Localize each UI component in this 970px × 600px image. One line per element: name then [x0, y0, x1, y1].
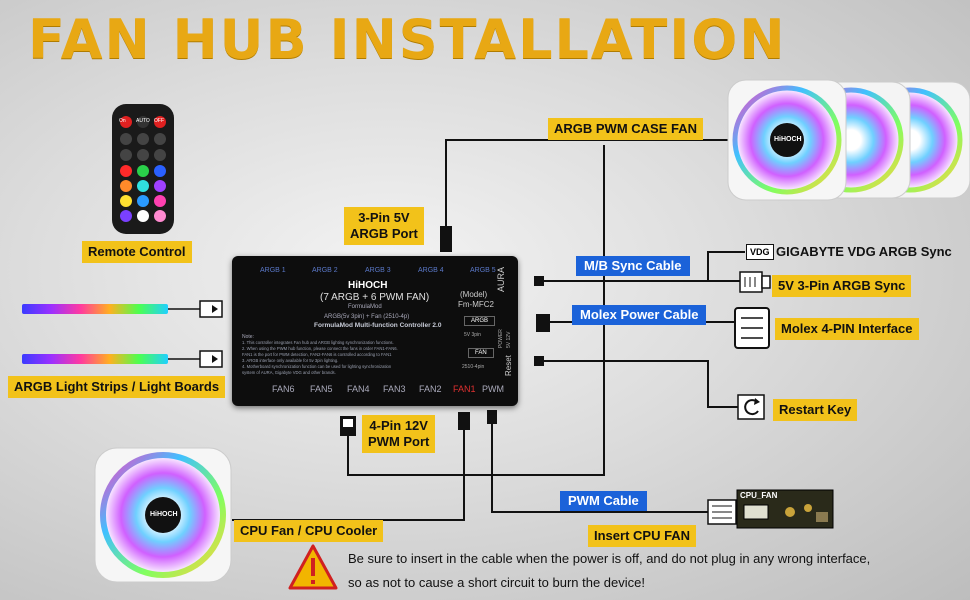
mb-sync-cable-label: M/B Sync Cable [576, 256, 690, 276]
sync-5v-connector [739, 271, 771, 293]
hub-argb-box-sub: 5V 3pin [464, 332, 481, 338]
hub-fan-port-6: FAN6 [272, 384, 295, 394]
hub-argb-port-4: ARGB 4 [418, 267, 444, 274]
remote-buttons [120, 116, 166, 222]
cpu-fan-brand: HiHOCH [150, 511, 178, 518]
hub-note-1: 1. This controller integrates Fan hub an… [242, 340, 394, 345]
warning-line-1: Be sure to insert in the cable when the … [348, 551, 871, 566]
argb-port-plug [440, 226, 452, 252]
warning-line-2: so as not to cause a short circuit to bu… [348, 575, 645, 590]
hub-note-2: 2. When using the PWM hub function, plea… [242, 346, 398, 351]
molex-plug [536, 314, 550, 332]
hub-argb-port-5: ARGB 5 [470, 267, 496, 274]
reset-plug [534, 356, 544, 366]
hub-note-6: system of AURA, Gigabyte VDG and other b… [242, 370, 336, 375]
wire-pwm-cpu-fan [491, 422, 712, 513]
pwm-plug [487, 410, 497, 424]
hub-model-number: Fm-MFC2 [458, 300, 494, 309]
hub-note-5: 4. Motherboard synchronization function … [242, 364, 392, 369]
wire-argb-case-fan [445, 139, 728, 250]
hub-notes-title: Note: [242, 334, 254, 340]
hub-spec-line: ARGB(5v 3pin) + Fan (2510-4p) [324, 314, 410, 320]
cpu-cooler-fan [94, 447, 232, 583]
molex-connector [734, 307, 770, 349]
wire-reset [540, 360, 738, 408]
page-title: FAN HUB INSTALLATION [28, 8, 787, 71]
argb-port-label: 3-Pin 5V ARGB Port [344, 207, 424, 245]
wire-mb-sync-vdg [540, 251, 745, 282]
hub-fan-port-3: FAN3 [383, 384, 406, 394]
argb-port-label-line2: ARGB Port [350, 226, 418, 241]
case-fan-brand: HiHOCH [774, 136, 802, 143]
remote-btn-off[interactable]: OFF [154, 118, 164, 124]
insert-cpu-fan-label: Insert CPU FAN [588, 525, 697, 547]
sync-5v-label: 5V 3-Pin ARGB Sync [772, 275, 912, 297]
hub-formula: FormulaMod [348, 304, 382, 310]
hub-argb-port-2: ARGB 2 [312, 267, 338, 274]
cpu-fan-header [736, 489, 834, 529]
argb-strips-label: ARGB Light Strips / Light Boards [8, 376, 226, 398]
hub-argb-port-1: ARGB 1 [260, 267, 286, 274]
hub-note-4: 3. ARGB interface only available for 5v … [242, 358, 339, 363]
pwm-port-label-line1: 4-Pin 12V [369, 418, 428, 433]
hub-fan-port-4: FAN4 [347, 384, 370, 394]
remote-control-label: Remote Control [82, 241, 192, 263]
hub-aura: AURA [496, 266, 506, 292]
hub-fan-port-2: FAN2 [419, 384, 442, 394]
hub-argb-box: ARGB [464, 316, 496, 326]
hub-argb-port-3: ARGB 3 [365, 267, 391, 274]
argb-strip-2 [22, 350, 223, 368]
cpu-cooler-label: CPU Fan / CPU Cooler [234, 520, 384, 542]
hub-model-label: (Model) [460, 290, 488, 299]
hub-power-sub: 5V 12V [506, 331, 512, 348]
molex-cable-label: Molex Power Cable [572, 305, 707, 325]
fan-hub: ARGB 1 ARGB 2 ARGB 3 ARGB 4 ARGB 5 HiHOC… [232, 256, 518, 406]
hub-brand: HiHOCH [348, 280, 388, 291]
hub-fan-box: FAN [468, 348, 494, 358]
case-fan-label: ARGB PWM CASE FAN [548, 118, 703, 140]
aura-plug [534, 276, 544, 286]
cpu-fan-plug [707, 499, 737, 525]
remote-btn-auto[interactable]: AUTO [136, 118, 150, 124]
hub-note-3: FAN1 is the port for PWM detection, FAN2… [242, 352, 392, 357]
pwm-cable-label: PWM Cable [560, 491, 647, 511]
pwm-port-plug-pins [343, 419, 353, 427]
hub-controller-name: FormulaMod Multi-function Controller 2.0 [314, 322, 442, 329]
hub-model-line: (7 ARGB + 6 PWM FAN) [320, 292, 430, 303]
molex-interface-label: Molex 4-PIN Interface [775, 318, 919, 340]
remote-btn-on[interactable]: On [119, 118, 126, 124]
hub-pwm-port: PWM [482, 384, 504, 394]
case-fan-1 [727, 79, 847, 201]
pwm-port-label-line2: PWM Port [368, 434, 430, 449]
hub-fan-port-1: FAN1 [453, 384, 476, 394]
hub-reset: Reset [504, 355, 513, 376]
pwm-port-label: 4-Pin 12V PWM Port [362, 415, 436, 453]
hub-power: POWER [498, 329, 504, 348]
argb-strip-1 [22, 300, 223, 318]
hub-fan-port-5: FAN5 [310, 384, 333, 394]
cpu-fan-header-label: CPU_FAN [740, 491, 778, 500]
restart-key-label: Restart Key [773, 399, 858, 421]
fan1-plug [458, 412, 470, 430]
warning-icon [288, 544, 338, 590]
hub-fan-box-sub: 2510-4pin [462, 364, 485, 370]
gigabyte-sync-label: GIGABYTE VDG ARGB Sync [776, 244, 952, 259]
argb-port-label-line1: 3-Pin 5V [358, 210, 410, 225]
hub-notes: 1. This controller integrates Fan hub an… [242, 340, 398, 376]
restart-key-icon [737, 394, 765, 420]
vdg-tag: VDG [746, 244, 774, 260]
